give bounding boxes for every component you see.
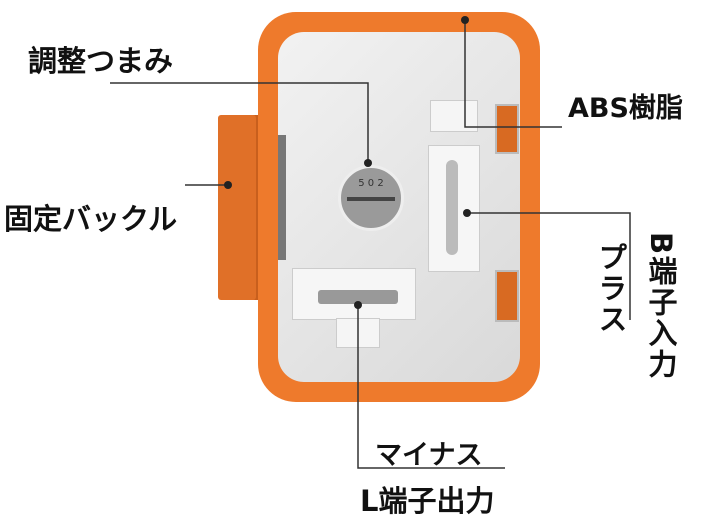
l-terminal-leader bbox=[357, 305, 505, 469]
right-slot-top bbox=[495, 104, 519, 154]
knob-dot bbox=[364, 159, 372, 167]
minus-label: マイナス bbox=[375, 440, 483, 471]
side-rail bbox=[278, 135, 286, 260]
b-plus-label: プラス bbox=[594, 242, 628, 335]
abs-dot bbox=[461, 16, 469, 24]
abs-label: ABS樹脂 bbox=[568, 93, 683, 124]
l-terminal-label: L端子出力 bbox=[360, 484, 495, 518]
b-terminal-label: B端子入力 bbox=[644, 232, 678, 381]
b-terminal-leader bbox=[467, 212, 631, 320]
adjust-knob[interactable]: 5 0 2 bbox=[338, 165, 404, 231]
abs-leader bbox=[464, 20, 562, 128]
buckle-dot bbox=[224, 181, 232, 189]
knob-digits: 5 0 2 bbox=[358, 178, 384, 189]
l-terminal-blade bbox=[318, 290, 398, 304]
b-terminal-dot bbox=[463, 209, 471, 217]
l-terminal-dot bbox=[354, 301, 362, 309]
knob-leader bbox=[110, 82, 369, 163]
b-terminal-blade bbox=[446, 160, 458, 255]
buckle-label: 固定バックル bbox=[4, 202, 178, 236]
right-slot-bottom bbox=[495, 270, 519, 322]
knob-slot bbox=[347, 197, 395, 201]
knob-label: 調整つまみ bbox=[28, 44, 174, 78]
mounting-buckle bbox=[218, 115, 262, 300]
